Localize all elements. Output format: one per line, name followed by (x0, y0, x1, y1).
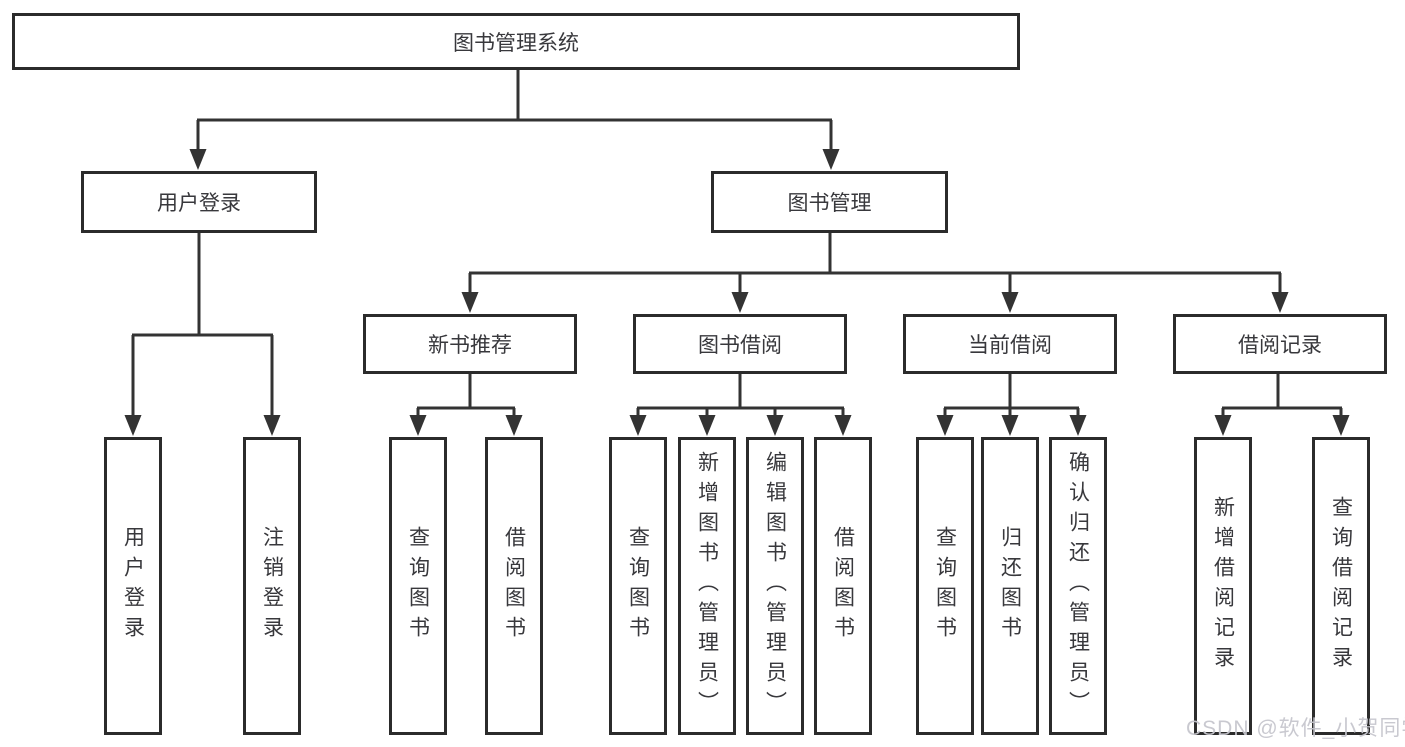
leaf-borrow-query-books: 查询图书 (609, 437, 667, 735)
csdn-watermark: CSDN @软件_小贺同学 (1186, 717, 1405, 740)
node-borrow-records: 借阅记录 (1173, 314, 1387, 374)
leaf-user-login: 用户登录 (104, 437, 162, 735)
node-borrow-records-label: 借阅记录 (1238, 334, 1322, 357)
connector-recommend-to-children (416, 374, 516, 418)
connector-borrow-to-children (636, 374, 845, 418)
node-book-borrow: 图书借阅 (633, 314, 847, 374)
leaf-recommend-query-books: 查询图书 (389, 437, 447, 735)
leaf-current-confirm-return-admin: 确认归还（管理员） (1049, 437, 1107, 735)
node-root-label: 图书管理系统 (453, 31, 579, 55)
node-book-management: 图书管理 (711, 171, 948, 233)
connector-current-to-children (943, 374, 1080, 418)
node-new-book-recommend-label: 新书推荐 (428, 334, 512, 357)
leaf-borrow-add-books-admin-label: 新增图书（管理员） (695, 451, 719, 721)
leaf-records-add-record: 新增借阅记录 (1194, 437, 1252, 735)
arrowheads (124, 149, 1350, 436)
connector-bookmgmt-to-level3 (468, 233, 1282, 295)
node-user-login: 用户登录 (81, 171, 317, 233)
connector-login-to-children (131, 233, 274, 418)
leaf-borrow-borrow-books: 借阅图书 (814, 437, 872, 735)
leaf-recommend-query-books-label: 查询图书 (406, 526, 430, 646)
leaf-records-add-record-label: 新增借阅记录 (1211, 496, 1235, 676)
leaf-current-query-books-label: 查询图书 (933, 526, 957, 646)
leaf-logout-label: 注销登录 (260, 526, 284, 646)
leaf-recommend-borrow-books: 借阅图书 (485, 437, 543, 735)
leaf-current-confirm-return-admin-label: 确认归还（管理员） (1066, 451, 1090, 721)
leaf-borrow-edit-books-admin: 编辑图书（管理员） (746, 437, 804, 735)
node-current-borrow: 当前借阅 (903, 314, 1117, 374)
node-user-login-label: 用户登录 (157, 192, 241, 215)
leaf-borrow-edit-books-admin-label: 编辑图书（管理员） (763, 451, 787, 721)
node-new-book-recommend: 新书推荐 (363, 314, 577, 374)
node-book-borrow-label: 图书借阅 (698, 334, 782, 357)
leaf-current-query-books: 查询图书 (916, 437, 974, 735)
leaf-records-query-record: 查询借阅记录 (1312, 437, 1370, 735)
connector-root-to-level2 (196, 70, 833, 150)
leaf-borrow-add-books-admin: 新增图书（管理员） (678, 437, 736, 735)
leaf-borrow-query-books-label: 查询图书 (626, 526, 650, 646)
leaf-user-login-label: 用户登录 (121, 526, 145, 646)
leaf-borrow-borrow-books-label: 借阅图书 (831, 526, 855, 646)
node-root: 图书管理系统 (12, 13, 1020, 70)
leaf-records-query-record-label: 查询借阅记录 (1329, 496, 1353, 676)
node-book-management-label: 图书管理 (787, 192, 872, 215)
node-current-borrow-label: 当前借阅 (968, 334, 1052, 357)
leaf-logout: 注销登录 (243, 437, 301, 735)
leaf-current-return-books-label: 归还图书 (998, 526, 1022, 646)
connector-records-to-children (1221, 374, 1343, 418)
leaf-recommend-borrow-books-label: 借阅图书 (502, 526, 526, 646)
leaf-current-return-books: 归还图书 (981, 437, 1039, 735)
